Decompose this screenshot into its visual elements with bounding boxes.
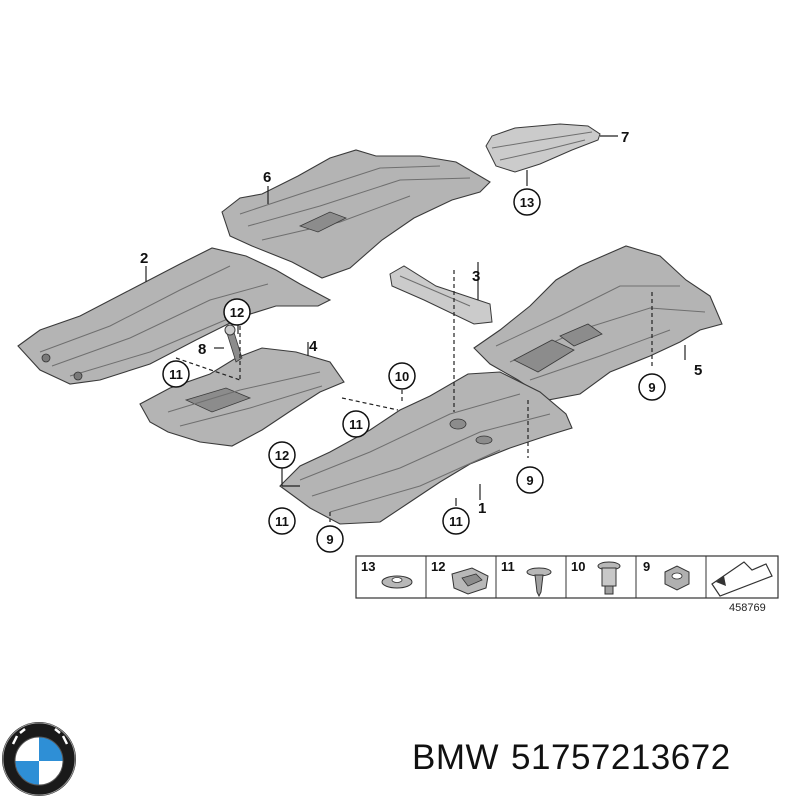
arrow-icon xyxy=(711,561,773,597)
part-2-panel xyxy=(17,247,332,385)
svg-text:11: 11 xyxy=(169,367,183,382)
part-1-panel xyxy=(279,371,573,525)
part-3-strip xyxy=(389,265,493,325)
circled-callout-9-right: 9 xyxy=(638,373,666,401)
svg-text:9: 9 xyxy=(326,532,333,547)
callout-1: 1 xyxy=(478,500,486,517)
bmw-logo xyxy=(2,722,76,796)
callout-6: 6 xyxy=(263,169,271,186)
diagram-reference-number: 458769 xyxy=(729,602,766,614)
circled-callout-10: 10 xyxy=(388,362,416,390)
circled-callout-11-bottom-right: 11 xyxy=(442,507,470,535)
part-number: 51757213672 xyxy=(511,738,731,777)
legend-label-12: 12 xyxy=(431,559,445,574)
expansion-rivet-icon xyxy=(526,567,552,598)
callout-7: 7 xyxy=(621,129,629,146)
circled-callout-11-middle: 11 xyxy=(342,410,370,438)
svg-text:10: 10 xyxy=(395,369,409,384)
brand-name: BMW xyxy=(412,738,500,777)
circled-callout-11-left: 11 xyxy=(162,360,190,388)
callout-2: 2 xyxy=(140,250,148,267)
circled-callouts: 13 12 11 10 11 9 12 9 xyxy=(162,188,666,553)
callout-4: 4 xyxy=(309,338,318,355)
callout-numbers: 1 2 3 4 5 6 7 8 xyxy=(140,129,702,517)
hex-nut-icon xyxy=(664,565,690,591)
legend-label-13: 13 xyxy=(361,559,375,574)
circled-callout-11-bottom-left: 11 xyxy=(268,507,296,535)
svg-text:13: 13 xyxy=(520,195,534,210)
callout-5: 5 xyxy=(694,362,702,379)
legend-label-9: 9 xyxy=(643,559,650,574)
circled-callout-9-center: 9 xyxy=(516,466,544,494)
legend-label-10: 10 xyxy=(571,559,585,574)
svg-text:12: 12 xyxy=(275,448,289,463)
part-7-cover xyxy=(485,123,601,173)
svg-text:11: 11 xyxy=(449,514,463,529)
fastener-legend: 13 12 11 10 9 xyxy=(355,555,779,599)
part-8-clip xyxy=(224,324,243,363)
svg-text:11: 11 xyxy=(349,417,363,432)
clip-nut-icon xyxy=(451,567,489,595)
part-5-panel xyxy=(473,245,723,401)
svg-text:9: 9 xyxy=(648,380,655,395)
circled-callout-12-bottom: 12 xyxy=(268,441,296,469)
callout-8: 8 xyxy=(198,341,206,358)
part-4-panel xyxy=(139,347,345,447)
svg-text:9: 9 xyxy=(526,473,533,488)
svg-text:11: 11 xyxy=(275,514,289,529)
circled-callout-13: 13 xyxy=(513,188,541,216)
washer-icon xyxy=(381,575,413,589)
push-rivet-icon xyxy=(597,561,621,595)
svg-text:12: 12 xyxy=(230,305,244,320)
circled-callout-12-top: 12 xyxy=(223,298,251,326)
legend-label-11: 11 xyxy=(501,559,515,574)
callout-3: 3 xyxy=(472,268,480,285)
part-caption: BMW 51757213672 xyxy=(412,738,792,788)
part-6-panel xyxy=(221,149,491,279)
leader-lines xyxy=(145,135,686,522)
circled-callout-9-bottom: 9 xyxy=(316,525,344,553)
